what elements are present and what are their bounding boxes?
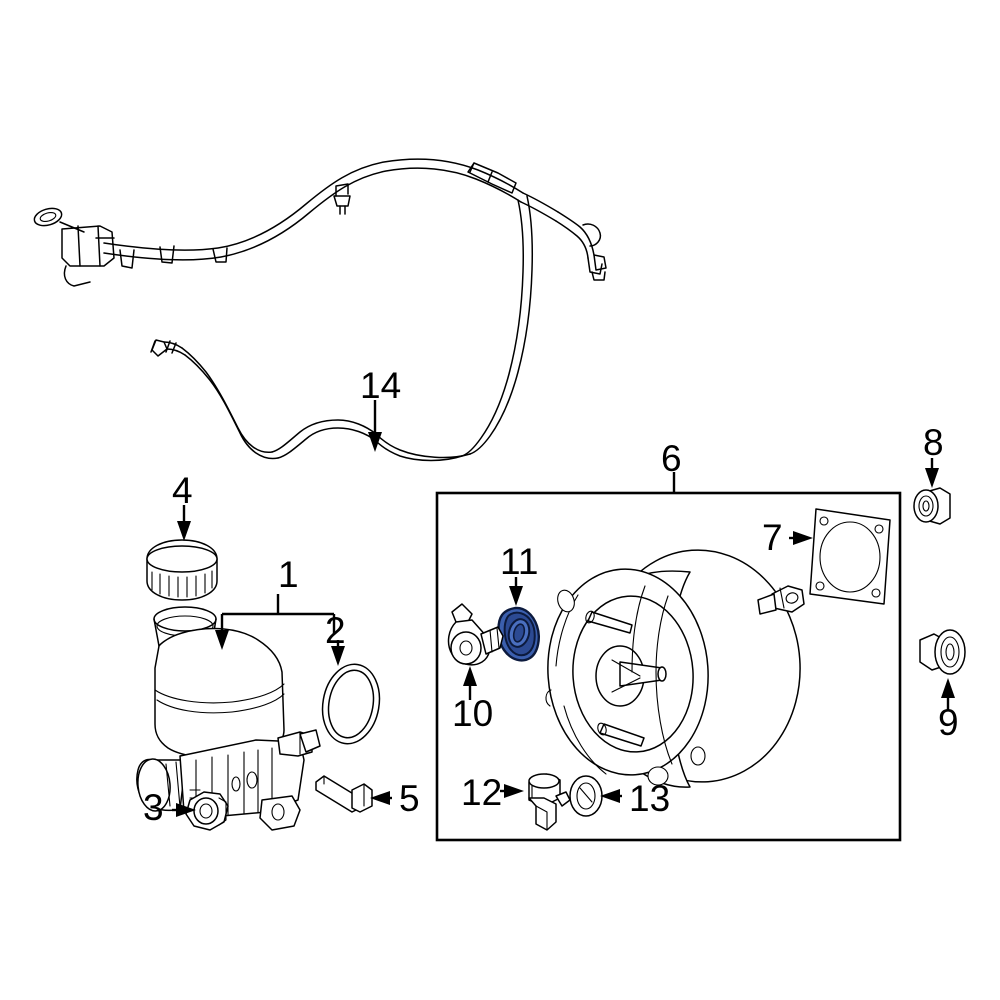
leader-4 (177, 505, 191, 541)
leader-7 (789, 531, 813, 545)
part-13-sensor-seal-grommet (569, 775, 603, 817)
callout-label-11: 11 (500, 541, 539, 582)
power-brake-booster-body (545, 549, 805, 788)
part-3-master-cylinder-mounting-nut (185, 791, 229, 831)
part-12-vacuum-sensor-switch (528, 773, 571, 831)
callout-label-1: 1 (278, 554, 299, 595)
callout-label-3: 3 (143, 787, 164, 828)
leader-1-bracket (215, 594, 336, 650)
leader-10 (463, 666, 477, 700)
leader-8 (925, 458, 939, 488)
callout-label-2: 2 (325, 610, 346, 651)
leader-13 (600, 789, 622, 803)
part-2-master-cylinder-seal-o-ring (321, 663, 381, 745)
callout-label-6: 6 (661, 438, 682, 479)
leader-14 (368, 400, 382, 452)
callout-label-13: 13 (629, 778, 671, 819)
leader-11 (509, 577, 523, 606)
callout-label-10: 10 (452, 693, 494, 734)
callout-label-12: 12 (461, 772, 503, 813)
part-1-brake-master-cylinder-assembly (136, 606, 321, 831)
leader-9 (941, 678, 955, 710)
leader-3 (172, 803, 196, 817)
callout-label-8: 8 (923, 422, 944, 463)
callout-label-4: 4 (172, 470, 193, 511)
callout-label-14: 14 (360, 365, 402, 406)
part-7-booster-gasket (809, 508, 891, 605)
part-5-reservoir-retaining-pin (315, 775, 373, 813)
callout-label-7: 7 (762, 517, 783, 558)
part-8-booster-mounting-nut (913, 487, 951, 525)
part-14-vacuum-hose-tube-assembly (33, 158, 607, 462)
leader-5 (370, 791, 392, 805)
callout-label-5: 5 (399, 778, 420, 819)
leader-2 (331, 640, 345, 666)
part-9-booster-mounting-stud-bolt (919, 629, 966, 675)
part-11-check-valve-grommet (497, 606, 540, 662)
callout-label-9: 9 (938, 702, 959, 743)
part-4-reservoir-cap (146, 539, 218, 601)
leader-12 (500, 784, 524, 798)
part-10-vacuum-check-valve (447, 603, 504, 666)
booster-group-panel (435, 491, 902, 842)
